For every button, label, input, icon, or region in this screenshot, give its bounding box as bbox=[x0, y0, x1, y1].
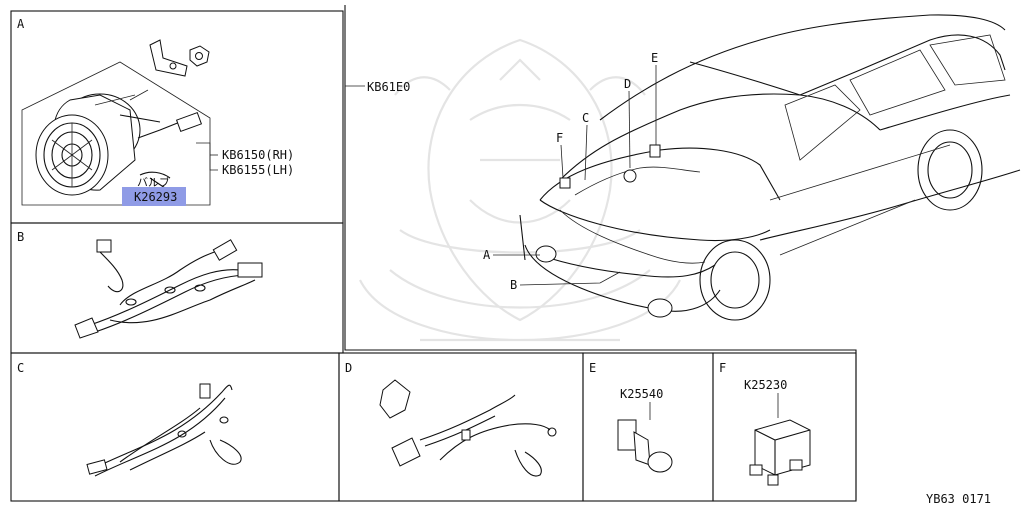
panel-f-label: F bbox=[719, 361, 726, 375]
bulb-e-illustration bbox=[617, 419, 673, 473]
panel-f: F K25230 bbox=[712, 352, 857, 502]
callout-b-text: B bbox=[510, 278, 517, 292]
callout-a-text: A bbox=[483, 248, 491, 262]
bulb-label: バルブ bbox=[137, 175, 170, 189]
panel-d: D bbox=[338, 352, 584, 502]
panel-b-label: B bbox=[17, 230, 24, 244]
panel-a-label: A bbox=[17, 17, 25, 31]
callout-d: D bbox=[624, 77, 631, 169]
panel-b: B bbox=[10, 222, 344, 354]
panel-d-label: D bbox=[345, 361, 352, 375]
callout-c: C bbox=[582, 111, 589, 181]
callout-c-text: C bbox=[582, 111, 589, 125]
fog-lamp-assembly bbox=[35, 89, 203, 196]
panel-e: E K25540 bbox=[582, 352, 714, 502]
callout-d-text: D bbox=[624, 77, 631, 91]
panel-f-part-number[interactable]: K25230 bbox=[744, 378, 787, 392]
panel-c: C bbox=[10, 352, 340, 502]
panel-c-label: C bbox=[17, 361, 24, 375]
panel-e-part-number[interactable]: K25540 bbox=[620, 387, 663, 401]
callout-f: F bbox=[556, 131, 564, 179]
part-number-lh[interactable]: KB6155(LH) bbox=[222, 163, 294, 177]
harness-d-illustration bbox=[379, 379, 557, 477]
assembly-part-number[interactable]: KB61E0 bbox=[367, 80, 410, 94]
callout-e: E bbox=[651, 51, 658, 145]
callout-b: B bbox=[510, 271, 621, 292]
panel-e-label: E bbox=[589, 361, 596, 375]
callout-a: A bbox=[483, 248, 540, 262]
callout-f-text: F bbox=[556, 131, 563, 145]
harness-c-illustration bbox=[86, 383, 242, 477]
part-number-rh[interactable]: KB6150(RH) bbox=[222, 148, 294, 162]
watermark bbox=[359, 38, 681, 342]
bulb-part-highlight bbox=[122, 187, 186, 206]
vehicle-illustration bbox=[519, 14, 1021, 321]
panel-a: A バルブ K26293 bbox=[10, 10, 344, 224]
callout-e-text: E bbox=[651, 51, 658, 65]
figure-code: YB63 0171 bbox=[926, 492, 991, 506]
relay-illustration bbox=[749, 419, 811, 486]
fog-lamp-bracket bbox=[149, 39, 210, 77]
bulb-part-number[interactable]: K26293 bbox=[134, 190, 177, 204]
harness-b-illustration bbox=[74, 239, 263, 339]
